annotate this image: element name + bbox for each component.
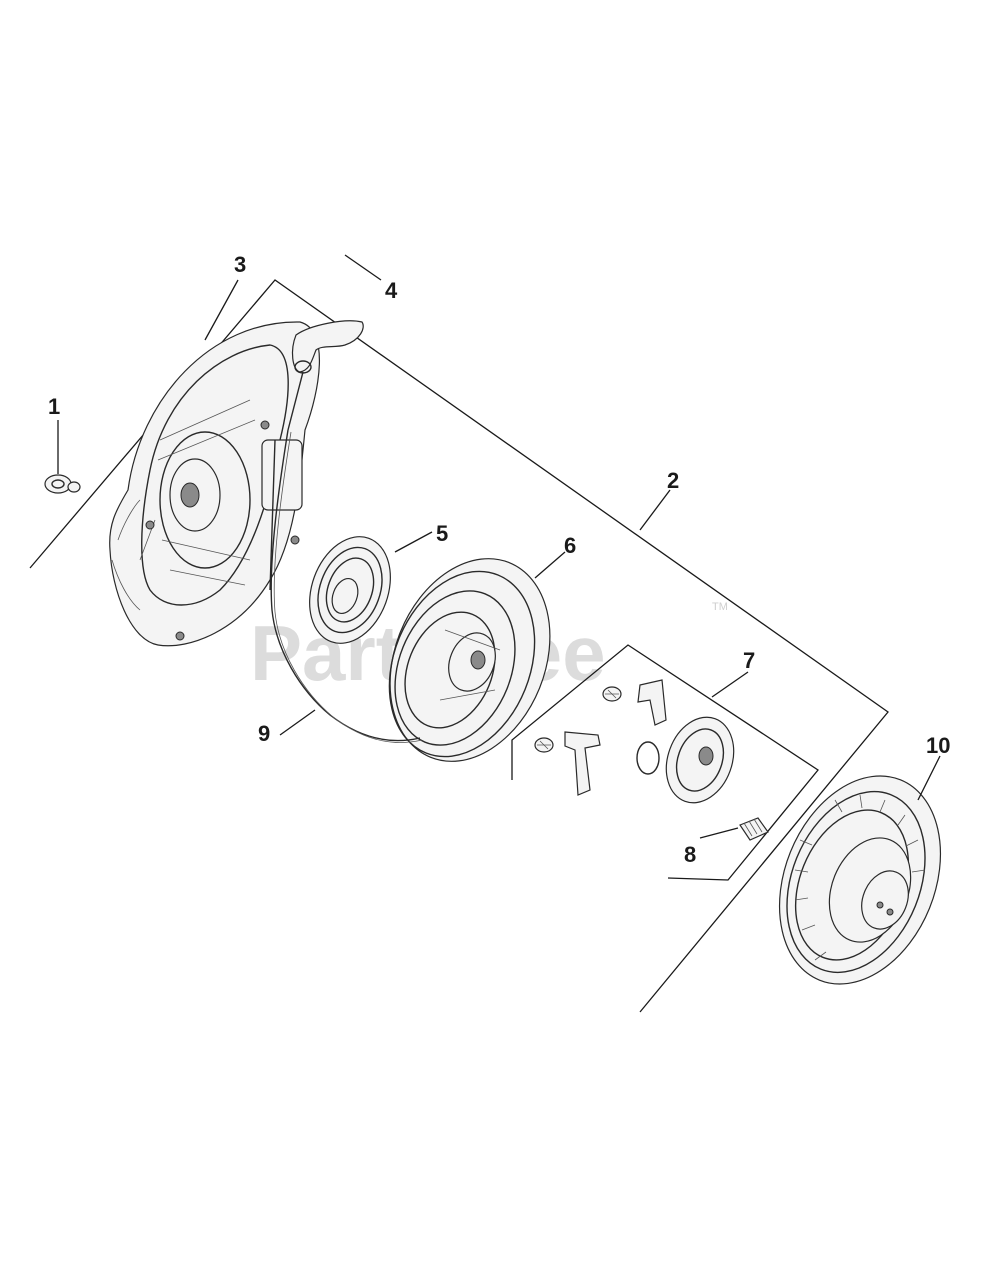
part-3-starter-housing[interactable] — [109, 321, 320, 647]
callout-2[interactable]: 2 — [667, 468, 679, 493]
callout-9[interactable]: 9 — [258, 721, 270, 746]
part-10-starter-cup[interactable] — [750, 752, 970, 1008]
part-6-pulley[interactable] — [361, 535, 579, 786]
callout-7[interactable]: 7 — [743, 648, 755, 673]
part-8-screw[interactable] — [739, 817, 769, 841]
callout-6[interactable]: 6 — [564, 533, 576, 558]
callout-1[interactable]: 1 — [48, 394, 60, 419]
callout-8[interactable]: 8 — [684, 842, 696, 867]
callout-3[interactable]: 3 — [234, 252, 246, 277]
part-5-recoil-spring[interactable] — [295, 525, 404, 654]
leader-lines — [57, 254, 941, 839]
part-7-pawl-kit[interactable] — [534, 679, 745, 812]
callouts: 1 2 3 4 5 6 7 8 9 10 — [48, 252, 950, 867]
callout-10[interactable]: 10 — [926, 733, 950, 758]
part-1-nut[interactable] — [44, 474, 81, 494]
callout-5[interactable]: 5 — [436, 521, 448, 546]
assembly-bracket-7 — [511, 644, 819, 881]
part-9-starter-rope[interactable] — [270, 429, 423, 743]
callout-4[interactable]: 4 — [385, 278, 398, 303]
part-4-starter-handle[interactable] — [287, 320, 364, 431]
watermark-trademark: TM — [712, 601, 728, 613]
